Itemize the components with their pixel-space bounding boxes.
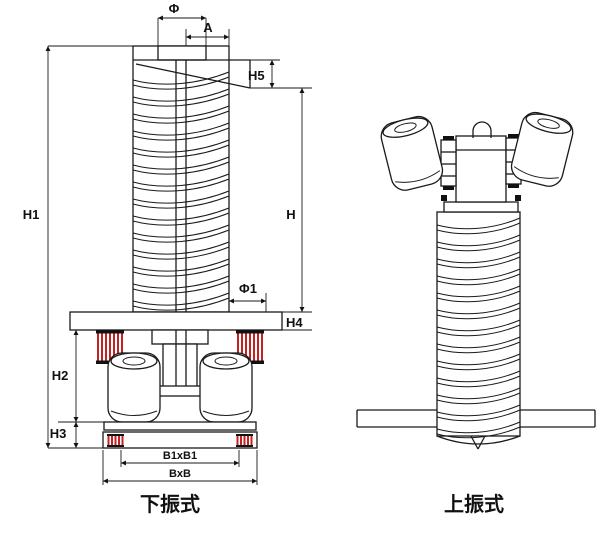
left-assembly: Φ A H5 H H1 Φ1 <box>23 1 312 516</box>
dimension-h4: H4 <box>282 315 312 331</box>
caption-top-vibration-type: 上振式 <box>444 493 504 516</box>
dimension-phi: Φ <box>157 1 207 46</box>
dimension-bxb: BxB <box>102 450 258 485</box>
vibration-motor-left <box>107 352 161 423</box>
inlet-neck <box>157 45 207 61</box>
dimension-h2: H2 <box>52 330 104 423</box>
motor-bracket <box>149 329 211 397</box>
spiral-column-right <box>436 211 521 450</box>
label-a: A <box>203 20 213 35</box>
dimension-h1: H1 <box>23 45 133 449</box>
machine-base <box>102 431 258 449</box>
mounting-bracket <box>440 121 522 203</box>
label-h3: H3 <box>50 426 67 441</box>
flange-bolt-right <box>515 195 521 201</box>
right-assembly: 上振式 <box>356 108 596 516</box>
column-bottom-taper <box>436 435 521 445</box>
lifting-hook <box>472 121 492 138</box>
dimension-h: H <box>282 88 312 313</box>
base-plate <box>69 311 283 331</box>
motor-plate <box>103 421 257 431</box>
label-h2: H2 <box>52 368 69 383</box>
caption-bottom-vibration-type: 下振式 <box>140 493 200 516</box>
spiral-column-left <box>132 45 230 313</box>
vibration-motor-left <box>377 112 447 194</box>
flange-bolt-left <box>441 195 447 201</box>
dimension-a: A <box>185 20 230 46</box>
label-bxb: BxB <box>169 468 191 480</box>
label-b1xb1: B1xB1 <box>163 450 197 462</box>
clamp-left <box>440 139 457 187</box>
label-h5: H5 <box>248 68 265 83</box>
vibration-motor-right <box>199 352 253 423</box>
label-h4: H4 <box>286 315 303 330</box>
vibration-motor-right <box>507 108 577 190</box>
label-phi1: Φ1 <box>239 281 257 296</box>
dimension-h3: H3 <box>50 422 79 448</box>
label-h: H <box>286 207 295 222</box>
label-phi: Φ <box>169 1 180 16</box>
label-h1: H1 <box>23 207 40 222</box>
dimension-phi1: Φ1 <box>229 281 267 312</box>
dimension-h5: H5 <box>248 59 312 89</box>
discharge-chute <box>133 59 251 89</box>
dimension-b1xb1: B1xB1 <box>120 450 240 467</box>
